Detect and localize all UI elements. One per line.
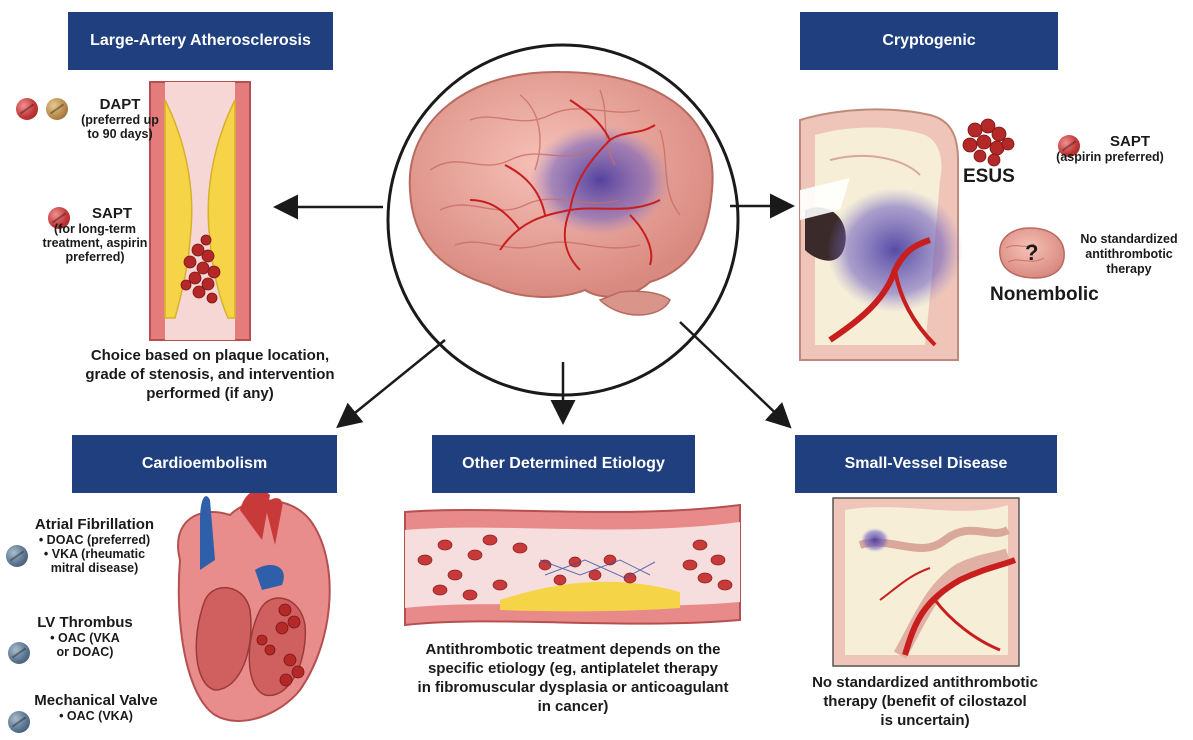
header-cryptogenic: Cryptogenic [800,12,1058,70]
other-note-line-2: specific etiology (eg, antiplatelet ther… [398,659,748,678]
mechanical-valve-block: Mechanical Valve • OAC (VKA) [26,692,166,723]
sapt-sub-3: preferred) [30,250,160,264]
header-other-etiology: Other Determined Etiology [432,435,695,493]
nonembolic-label: Nonembolic [990,284,1099,306]
lv-item-1b: or DOAC) [30,645,140,659]
sapt-title: SAPT [30,205,160,222]
esus-clot-icon [963,119,1014,166]
pill-icon-blue [8,642,30,664]
other-etiology-note: Antithrombotic treatment depends on the … [398,640,748,716]
dapt-title: DAPT [50,96,160,113]
pill-icon-red [16,98,38,120]
no-std-line-1: No standardized [1068,232,1190,247]
header-small-vessel: Small-Vessel Disease [795,435,1057,493]
afib-item-2b: mitral disease) [22,561,167,575]
mv-title: Mechanical Valve [26,692,166,709]
afib-item-1: • DOAC (preferred) [22,533,167,547]
dapt-sub-2: to 90 days) [50,127,160,141]
afib-block: Atrial Fibrillation • DOAC (preferred) •… [22,516,167,575]
afib-item-2a: • VKA (rheumatic [22,547,167,561]
other-note-line-3: in fibromuscular dysplasia or anticoagul… [398,678,748,697]
lv-thrombus-block: LV Thrombus • OAC (VKA or DOAC) [30,614,140,659]
sapt-sub-1: (for long-term [30,222,160,236]
cryptogenic-sapt-sub: (aspirin preferred) [1040,150,1180,164]
other-etiology-vessel-illustration [405,505,740,625]
large-artery-note-line-1: Choice based on plaque location, [60,346,360,365]
lv-item-1a: • OAC (VKA [30,631,140,645]
heart-illustration [178,490,330,721]
large-artery-note-line-3: performed (if any) [60,384,360,403]
dapt-sub-1: (preferred up [50,113,160,127]
cryptogenic-sapt-title: SAPT [1040,133,1180,150]
large-artery-note: Choice based on plaque location, grade o… [60,346,360,403]
no-std-line-2: antithrombotic [1068,247,1190,262]
small-vessel-note: No standardized antithrombotic therapy (… [790,673,1060,730]
esus-label: ESUS [963,166,1015,188]
large-artery-sapt-block: SAPT (for long-term treatment, aspirin p… [30,205,160,264]
header-large-artery: Large-Artery Atherosclerosis [68,12,333,70]
no-std-line-3: therapy [1068,262,1190,277]
afib-title: Atrial Fibrillation [22,516,167,533]
other-note-line-4: in cancer) [398,697,748,716]
lv-title: LV Thrombus [30,614,140,631]
cryptogenic-no-standard-block: No standardized antithrombotic therapy [1068,232,1190,277]
header-cardioembolism: Cardioembolism [72,435,337,493]
mv-item-1: • OAC (VKA) [26,709,166,723]
sapt-sub-2: treatment, aspirin [30,236,160,250]
atherosclerotic-artery-illustration [150,82,250,340]
large-artery-note-line-2: grade of stenosis, and intervention [60,365,360,384]
arrow-to-small-vessel [680,322,788,425]
cryptogenic-sapt-block: SAPT (aspirin preferred) [1040,133,1180,164]
dapt-block: DAPT (preferred up to 90 days) [50,96,160,141]
small-vessel-illustration [833,498,1019,666]
other-note-line-1: Antithrombotic treatment depends on the [398,640,748,659]
question-mark: ? [1025,240,1038,266]
small-vessel-note-line-3: is uncertain) [790,711,1060,730]
cryptogenic-brain-section-illustration [800,109,963,360]
small-vessel-note-line-2: therapy (benefit of cilostazol [790,692,1060,711]
small-vessel-note-line-1: No standardized antithrombotic [790,673,1060,692]
